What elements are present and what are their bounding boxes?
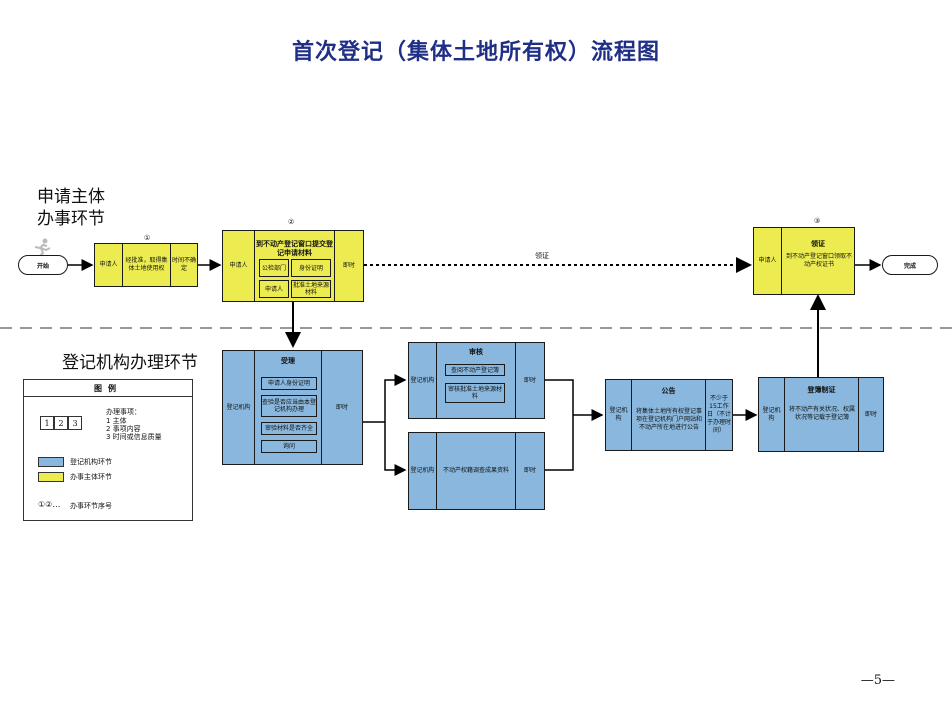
survey-time: 即时 [523,467,536,474]
agency-section-label: 登记机构办理环节 [62,353,198,373]
step2-time: 即时 [342,262,355,269]
legend-title: 图例 [24,380,192,397]
legend: 图例 1 2 3 办理事项： 1 主体 2 事项内容 3 时间或信息质量 登记机… [23,379,193,521]
survey-subject: 登记机构 [409,433,437,509]
step-notice: 登记机构 公告 将集体土地所有权登记事项在登记机构门户网站和不动产所在地进行公告… [605,379,733,451]
legend-yellow-swatch [38,472,64,482]
register-time: 即时 [864,410,877,418]
legend-item-3: 3 时间或信息质量 [106,433,162,441]
review-time: 即时 [523,376,536,384]
notice-title: 公告 [661,387,676,395]
step2-item-1: 公检部门 [259,259,289,277]
review-content: 审核 查阅不动产登记簿 审核批准土地来源材料 [437,343,516,418]
step-review: 登记机构 审核 查阅不动产登记簿 审核批准土地来源材料 即时 [408,342,545,419]
notice-content: 公告 将集体土地所有权登记事项在登记机构门户网站和不动产所在地进行公告 [632,380,706,450]
step2-item-3: 申请人 [259,280,289,298]
accept-title: 受理 [281,357,295,365]
runner-icon [30,238,52,257]
step1-subject: 申请人 [95,244,123,286]
legend-items-title: 办理事项： [106,408,141,416]
accept-content: 受理 申请人身份证明 查验是否应当由本登记机构办理 审验材料是否齐全 询问 [255,351,322,464]
legend-cell-3: 3 [68,416,82,430]
legend-seq-label: 办事环节序号 [70,502,112,510]
register-content: 登簿制证 将不动产有关状况、权属状况等记载于登记簿 [785,378,859,451]
collect-label: 领证 [535,252,549,260]
review-subject: 登记机构 [409,343,437,418]
applicant-label-line2: 办事环节 [37,209,105,229]
legend-item-2: 2 事项内容 [106,425,141,433]
step3-body: 到不动产登记窗口领取不动产权证书 [785,253,852,268]
step2-title: 到不动产登记窗口提交登记申请材料 [256,240,333,257]
end-node: 完成 [882,255,938,275]
review-title: 审核 [469,348,483,356]
notice-subject: 登记机构 [606,380,632,450]
register-subject: 登记机构 [759,378,785,451]
step-obtain-approval: 申请人 经批准，取得集体土地使用权 时间不确定 [94,243,198,287]
review-item-2: 审核批准土地来源材料 [445,383,505,403]
step-survey: 登记机构 不动产权籍调查成果资料 即时 [408,432,545,510]
step2-content: 到不动产登记窗口提交登记申请材料 公检部门 身份证明 申请人 批准土地来源材料 [255,231,335,301]
step-accept: 登记机构 受理 申请人身份证明 查验是否应当由本登记机构办理 审验材料是否齐全 … [222,350,363,465]
legend-yellow-label: 办事主体环节 [70,473,112,481]
arrow-split-review [384,374,407,422]
step1-content: 经批准，取得集体土地使用权 [123,244,171,286]
accept-item-3: 审验材料是否齐全 [261,422,317,435]
notice-time: 不少于15工作日（不计于办理时间） [707,395,732,434]
accept-item-2: 查验是否应当由本登记机构办理 [261,395,317,417]
legend-seq-symbol: ①②… [38,500,61,509]
step1-time: 时间不确定 [172,257,197,272]
start-node: 开始 [18,255,68,275]
step-number-1: ① [144,234,151,242]
review-item-1: 查阅不动产登记簿 [445,364,505,376]
accept-time: 即时 [335,403,348,411]
legend-item-1: 1 主体 [106,417,127,425]
register-body: 将不动产有关状况、权属状况等记载于登记簿 [788,406,855,421]
arrow-split-survey [384,422,407,476]
arrow-review-merge [545,379,574,415]
applicant-label-line1: 申请主体 [37,187,105,207]
page-title: 首次登记（集体土地所有权）流程图 [291,39,660,65]
step-collect-certificate: 申请人 领证 到不动产登记窗口领取不动产权证书 [753,227,855,295]
legend-blue-swatch [38,457,64,467]
step3-subject: 申请人 [754,228,782,294]
step-submit-materials: 申请人 到不动产登记窗口提交登记申请材料 公检部门 身份证明 申请人 批准土地来… [222,230,364,302]
legend-blue-label: 登记机构环节 [70,458,112,466]
step2-subject: 申请人 [223,231,255,301]
arrow-survey-merge [545,415,574,471]
step2-item-4: 批准土地来源材料 [291,280,331,298]
accept-item-1: 申请人身份证明 [261,377,317,390]
step3-content: 领证 到不动产登记窗口领取不动产权证书 [782,228,854,294]
legend-cell-2: 2 [54,416,68,430]
step-number-3: ③ [814,217,821,225]
register-title: 登簿制证 [807,386,836,394]
legend-cell-1: 1 [40,416,54,430]
step2-item-2: 身份证明 [291,259,331,277]
page-number: —5— [860,673,895,688]
step-register: 登记机构 登簿制证 将不动产有关状况、权属状况等记载于登记簿 即时 [758,377,884,452]
step3-title: 领证 [811,240,825,248]
step-number-2: ② [288,218,295,226]
survey-content: 不动产权籍调查成果资料 [437,433,516,509]
notice-body: 将集体土地所有权登记事项在登记机构门户网站和不动产所在地进行公告 [635,408,702,431]
accept-subject: 登记机构 [223,351,255,464]
accept-item-4: 询问 [261,440,317,453]
applicant-section-label: 申请主体 办事环节 [37,186,105,230]
